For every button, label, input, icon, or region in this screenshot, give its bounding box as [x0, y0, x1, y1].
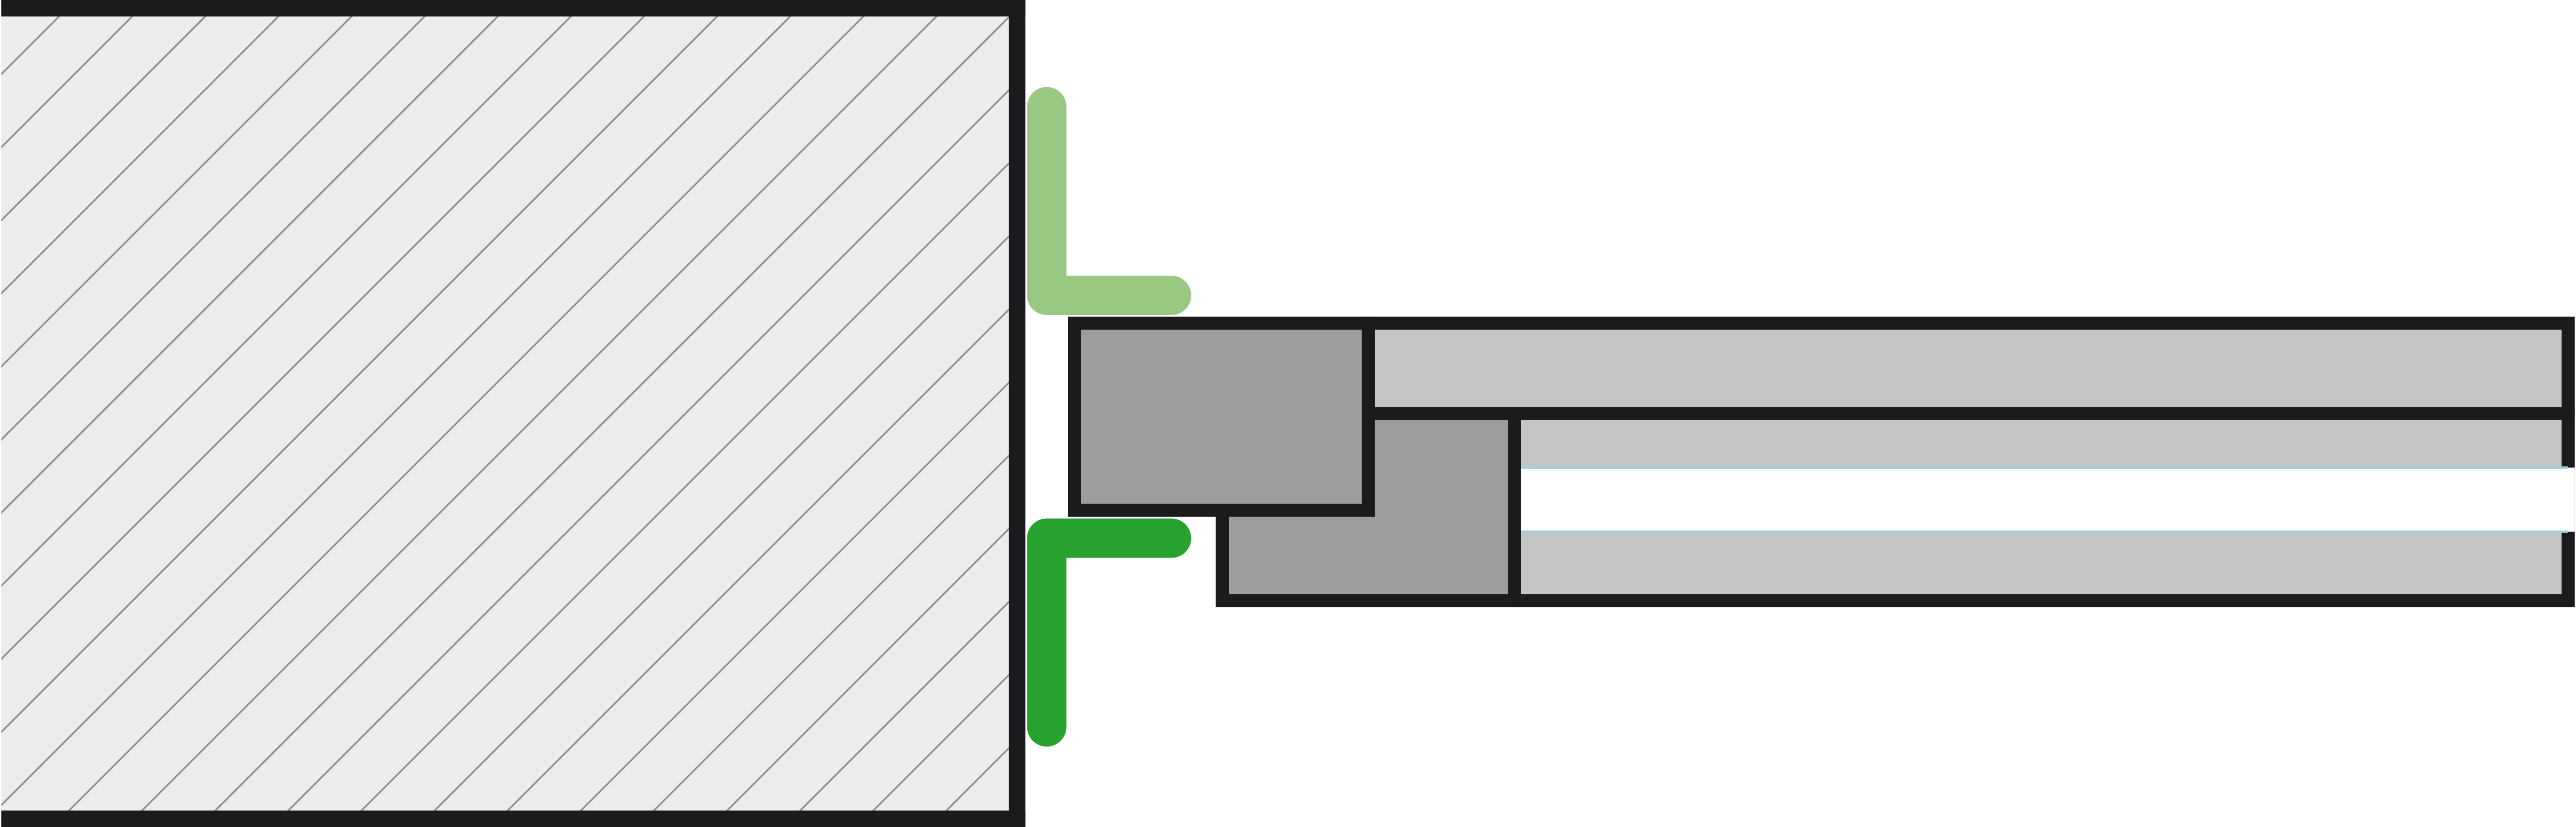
lower-dark-green-bracket: [1027, 518, 1192, 747]
wall-right-edge: [1009, 0, 1026, 827]
upper-profile: [1068, 317, 2575, 517]
wall-hatched-fill: [1, 0, 1017, 827]
wall-section: [1, 0, 1026, 827]
glass-pane: [1521, 467, 2575, 532]
upper-light-green-bracket: [1027, 87, 1192, 315]
wall-bottom-edge: [1, 810, 1026, 827]
upper-dark-block: [1068, 317, 1375, 517]
upper-light-bar: [1362, 317, 2575, 420]
wall-top-edge: [1, 0, 1026, 17]
lower-profile: [1215, 407, 2575, 607]
